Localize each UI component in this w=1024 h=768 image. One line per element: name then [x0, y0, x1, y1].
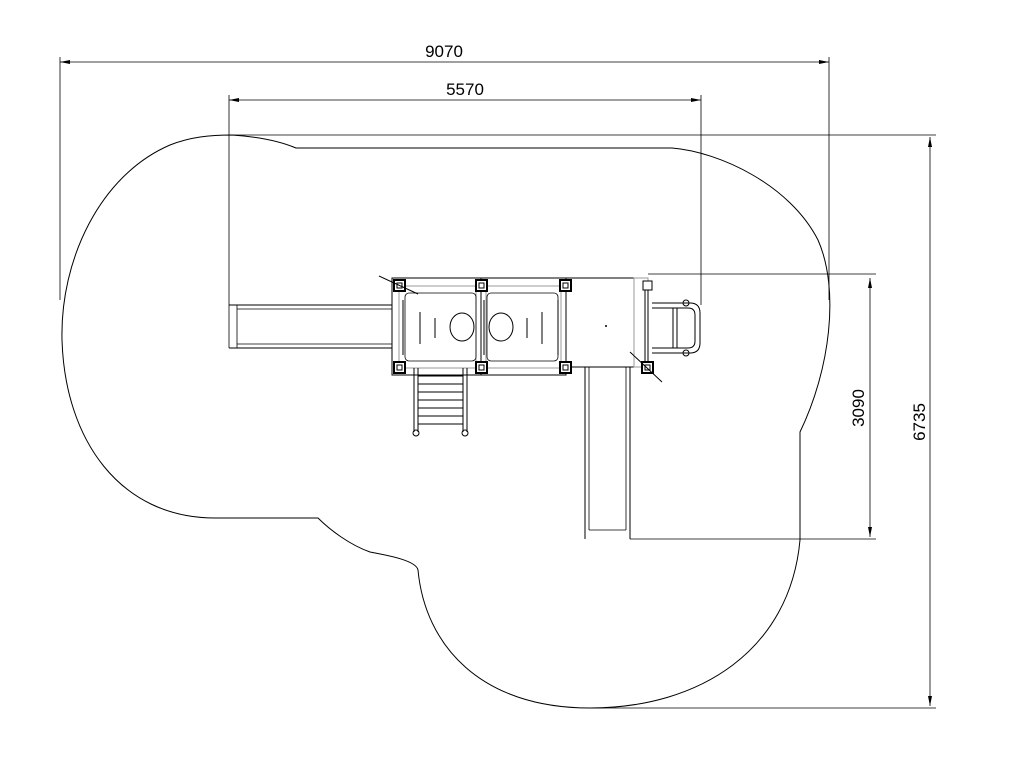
posts: [378, 275, 663, 383]
dimension-structure-width: 5570: [228, 80, 702, 305]
dimension-overall-depth-label: 6735: [910, 403, 929, 441]
dimension-structure-width-label: 5570: [446, 80, 484, 99]
side-climber: [652, 299, 701, 357]
platform-right: [565, 277, 649, 368]
dimension-overall-depth: 6735: [232, 134, 936, 709]
dimension-overall-width: 9070: [59, 42, 830, 300]
front-slide: [584, 367, 631, 539]
ladder: [412, 368, 469, 437]
left-slide: [228, 304, 392, 349]
safety-zone-outline: [61, 134, 831, 709]
dimension-structure-depth: 3090: [630, 273, 876, 540]
dimension-overall-width-label: 9070: [425, 42, 463, 61]
platform-left: [391, 277, 482, 376]
platform-middle: [480, 277, 567, 376]
dimension-structure-depth-label: 3090: [849, 389, 868, 427]
